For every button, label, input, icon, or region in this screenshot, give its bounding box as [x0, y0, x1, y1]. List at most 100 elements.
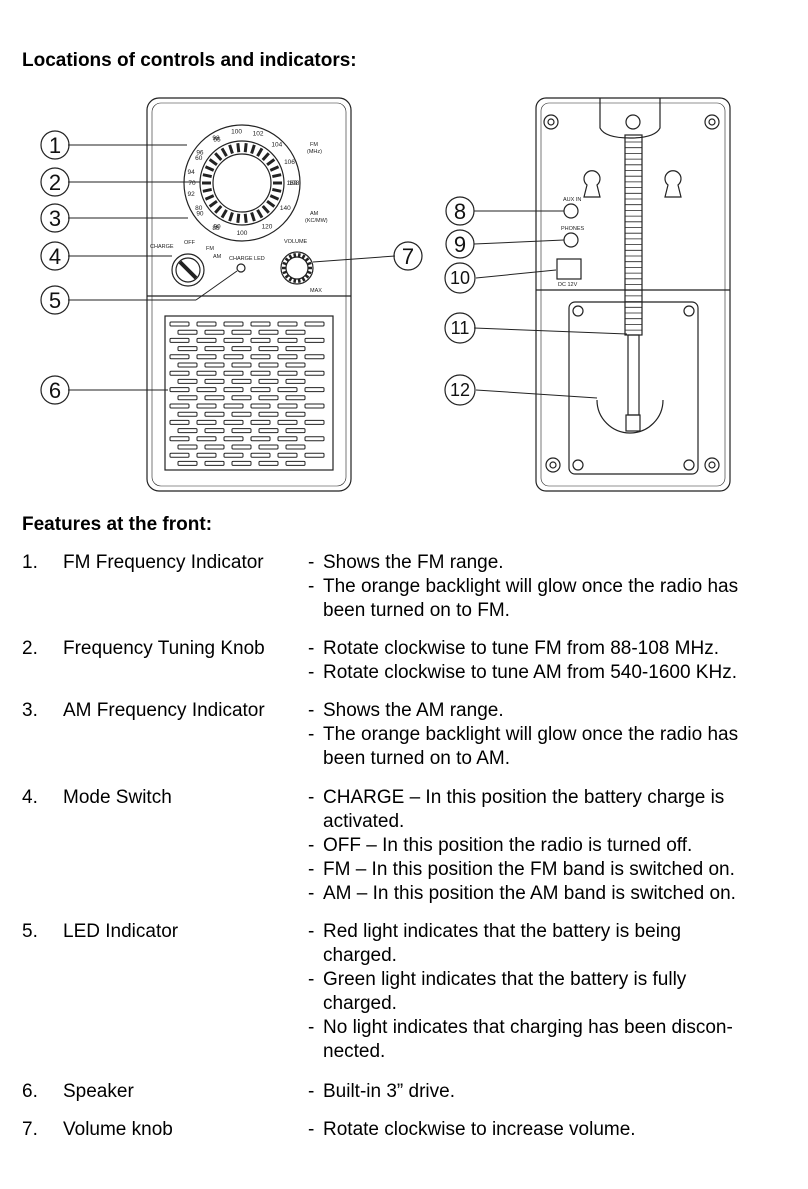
- description-text: Red light indicates that the battery is …: [323, 921, 682, 942]
- callout-8: 8: [454, 199, 466, 224]
- callout-9: 9: [454, 232, 466, 257]
- grille-slot: [231, 362, 252, 368]
- fm-scale-number: 104: [271, 141, 282, 148]
- dial-tooth: [236, 213, 241, 223]
- grille-slot: [304, 387, 325, 393]
- description-text: Green light indicates that the battery i…: [323, 969, 687, 990]
- volume-tooth: [306, 270, 312, 275]
- description-text: activated.: [323, 811, 405, 832]
- grille-slot: [223, 419, 244, 425]
- am-scale-number: 80: [195, 205, 203, 212]
- dial-tooth: [266, 200, 276, 208]
- description-text: The orange backlight will glow once the …: [323, 724, 739, 745]
- grille-slot: [196, 337, 217, 343]
- grille-slot: [223, 321, 244, 327]
- callout-2: 2: [49, 170, 61, 195]
- description-line: -The orange backlight will glow once the…: [308, 723, 808, 747]
- grille-slot: [196, 452, 217, 458]
- grille-slot: [285, 395, 306, 401]
- description-line: -Rotate clockwise to tune FM from 88-108…: [308, 637, 808, 661]
- grille-slot: [304, 452, 325, 458]
- bullet-dash: -: [308, 700, 315, 721]
- feature-number: 4.: [22, 787, 38, 808]
- charge-led-label: CHARGE LED: [229, 256, 265, 262]
- volume-tooth: [282, 270, 288, 275]
- description-line: -OFF – In this position the radio is tur…: [308, 834, 808, 858]
- grille-slot: [250, 321, 271, 327]
- grille-slot: [258, 378, 279, 384]
- grille-slot: [304, 436, 325, 442]
- callout-4: 4: [49, 244, 61, 269]
- grille-slot: [285, 411, 306, 417]
- volume-tooth: [297, 278, 301, 283]
- dial-tooth: [272, 173, 282, 179]
- radio-diagram: 1 2 3 4 5 6 7 8 9 10 11 12 8890929496981…: [40, 97, 731, 492]
- feature-number: 5.: [22, 921, 38, 942]
- screw-holes: [543, 114, 720, 473]
- grille-slot: [204, 346, 225, 352]
- grille-slot: [196, 321, 217, 327]
- grille-slot: [277, 387, 298, 393]
- grille-slot: [169, 354, 190, 360]
- description-line: -Shows the AM range.: [308, 699, 808, 723]
- grille-slot: [196, 354, 217, 360]
- grille-slot: [169, 452, 190, 458]
- grille-slot: [204, 378, 225, 384]
- volume-tooth: [306, 261, 312, 266]
- callout-11: 11: [451, 318, 470, 338]
- volume-tooth: [297, 253, 301, 258]
- grille-slot: [304, 354, 325, 360]
- grille-slot: [258, 460, 279, 466]
- bullet-dash: -: [308, 724, 315, 745]
- grille-slot: [223, 354, 244, 360]
- description-text: No light indicates that charging has bee…: [323, 1017, 733, 1038]
- grille-slot: [258, 346, 279, 352]
- grille-slot: [177, 346, 198, 352]
- battery-cover: [568, 301, 699, 475]
- grille-slot: [277, 321, 298, 327]
- grille-slot: [231, 428, 252, 434]
- grille-slot: [250, 436, 271, 442]
- description-line: -Shows the FM range.: [308, 551, 808, 575]
- grille-slot: [204, 460, 225, 466]
- volume-tooth: [284, 274, 290, 279]
- grille-slot: [223, 337, 244, 343]
- grille-slot: [169, 370, 190, 376]
- callout-leaders: [68, 144, 628, 399]
- dial-tooth: [220, 147, 228, 157]
- feature-number: 7.: [22, 1119, 38, 1140]
- grille-slot: [277, 403, 298, 409]
- grille-slot: [258, 411, 279, 417]
- description-text: Rotate clockwise to tune AM from 540-160…: [323, 662, 737, 683]
- description-line: -Green light indicates that the battery …: [308, 968, 808, 992]
- description-line: -The orange backlight will glow once the…: [308, 575, 808, 599]
- dial-tooth: [250, 144, 256, 154]
- dial-tooth: [243, 213, 248, 223]
- dial-tooth: [256, 209, 264, 219]
- bullet-dash: -: [308, 859, 315, 880]
- description-line: been turned on to FM.: [308, 599, 808, 623]
- callout-12: 12: [450, 380, 470, 400]
- dial-tooth: [269, 165, 280, 172]
- description-text: FM – In this position the FM band is swi…: [323, 859, 735, 880]
- bullet-dash: -: [308, 921, 315, 942]
- phones-label: PHONES: [561, 226, 585, 232]
- grille-slot: [204, 362, 225, 368]
- feature-number: 3.: [22, 700, 38, 721]
- feature-name: Frequency Tuning Knob: [63, 638, 265, 659]
- feature-description: -Red light indicates that the battery is…: [308, 920, 808, 1064]
- callout-7: 7: [402, 244, 414, 269]
- description-text: Shows the FM range.: [323, 552, 504, 573]
- dial-tooth: [261, 205, 270, 214]
- description-line: -Built-in 3” drive.: [308, 1080, 808, 1104]
- section-heading-front-features: Features at the front:: [22, 514, 213, 535]
- fm-scale-number: 98: [212, 135, 220, 142]
- volume-tooth: [284, 257, 290, 262]
- dial-tooth: [220, 209, 228, 219]
- bullet-dash: -: [308, 1081, 315, 1102]
- volume-tooth: [288, 276, 293, 282]
- grille-slot: [304, 419, 325, 425]
- grille-slot: [250, 354, 271, 360]
- bullet-dash: -: [308, 883, 315, 904]
- volume-tooth: [301, 254, 306, 260]
